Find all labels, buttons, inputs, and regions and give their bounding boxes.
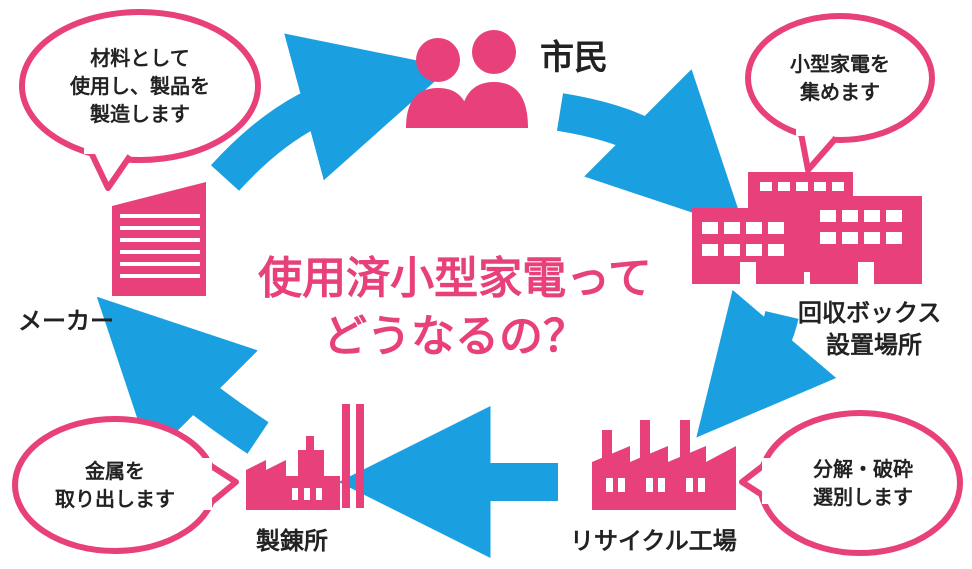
node-label-collection-box-line1: 回収ボックス [798,299,942,327]
speech-bubble-smelter [12,416,239,554]
office-building-icon [112,182,206,296]
bubble-text-smelter: 金属を 取り出します [30,457,200,513]
smelter-icon [246,404,364,510]
center-title-line2: どうなるの？ [323,311,587,362]
bubble-maker-line2: 使用し、製品を [70,74,210,98]
node-label-recycle-factory: リサイクル工場 [570,527,737,555]
bubble-collect-line1: 小型家電を [790,52,890,76]
people-icon [406,30,528,128]
node-label-smelter: 製錬所 [256,527,328,555]
bubble-smelter-line2: 取り出します [55,487,175,511]
bubble-smelter-line1: 金属を [85,459,145,483]
bubble-text-collect: 小型家電を 集めます [760,50,920,106]
building-icon [692,172,922,284]
bubble-factory-line1: 分解・破砕 [813,457,913,481]
center-title-line1: 使用済小型家電って [258,253,652,304]
bubble-collect-line2: 集めます [800,80,880,104]
bubble-text-maker: 材料として 使用し、製品を 製造します [40,44,240,128]
flow-arrow-citizen-to-box [556,69,746,231]
speech-bubble-factory [739,410,963,556]
factory-icon [592,420,736,510]
bubble-maker-line1: 材料として [90,46,190,70]
speech-bubble-collect [745,13,935,173]
bubble-text-factory: 分解・破砕 選別します [778,455,948,511]
flow-arrow-box-to-factory [696,289,837,438]
node-label-collection-box-line2: 設置場所 [826,331,922,359]
flow-arrow-maker-to-citizen [210,33,451,191]
node-label-maker: メーカー [18,307,114,335]
bubble-maker-line3: 製造します [90,102,190,126]
speech-bubble-maker [19,9,261,191]
bubble-factory-line2: 選別します [813,485,913,509]
flow-arrow-smelter-to-maker [96,296,269,458]
node-label-citizen: 市民 [540,38,608,78]
